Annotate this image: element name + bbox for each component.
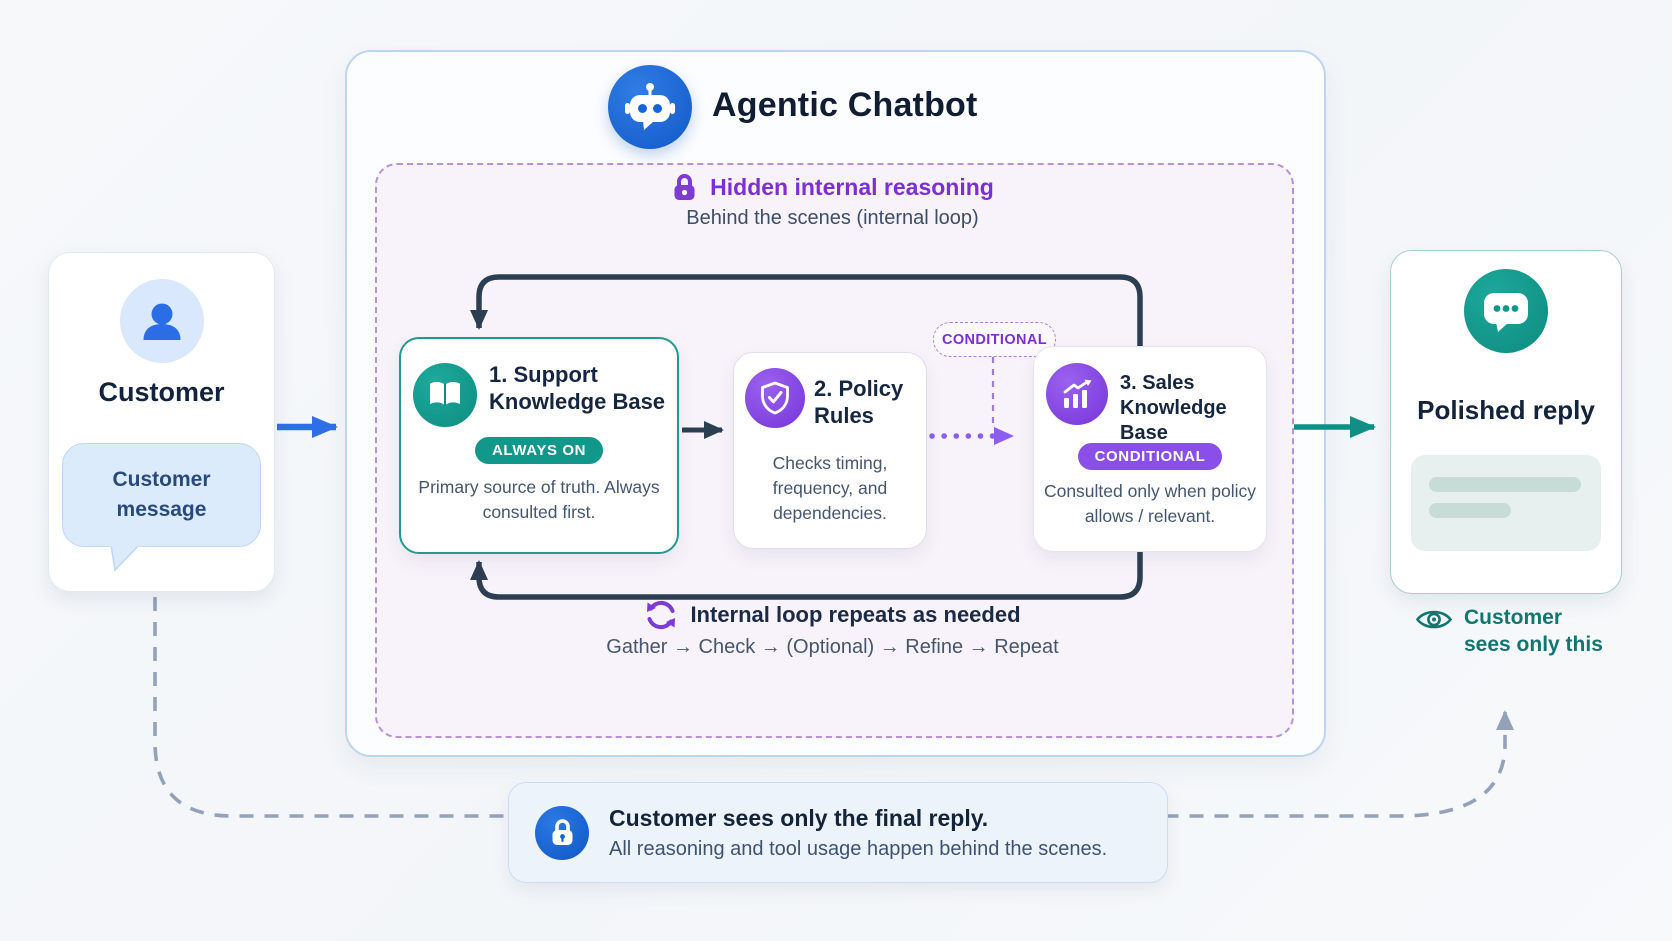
bubble-tail: [109, 543, 143, 573]
placeholder-line-1: [1429, 477, 1581, 492]
sales-kb-title: 3. Sales Knowledge Base: [1120, 372, 1227, 444]
lock-icon: [671, 172, 698, 203]
policy-rules-box: 2. Policy Rules Checks timing, frequency…: [733, 352, 927, 549]
lock-circle-icon: [535, 805, 589, 860]
support-kb-description: Primary source of truth. Always consulte…: [418, 477, 660, 522]
policy-rules-title: 2. Policy Rules: [814, 376, 904, 428]
refresh-loop-icon: [644, 598, 678, 632]
footnote-box: Customer sees only the final reply. All …: [508, 782, 1168, 883]
polished-reply-label: Polished reply: [1417, 395, 1595, 425]
loop-caption-title: Internal loop repeats as needed: [690, 602, 1021, 627]
robot-icon: [608, 65, 692, 149]
sales-kb-description: Consulted only when policy allows / rele…: [1043, 481, 1257, 526]
policy-rules-description: Checks timing, frequency, and dependenci…: [772, 453, 888, 523]
placeholder-line-2: [1429, 503, 1511, 518]
footnote-title: Customer sees only the final reply.: [609, 804, 989, 831]
chart-growth-icon: [1046, 363, 1108, 425]
eye-icon: [1415, 606, 1453, 633]
shield-check-icon: [745, 368, 805, 428]
polished-reply-panel: Polished reply: [1390, 250, 1622, 594]
footnote-subtitle: All reasoning and tool usage happen behi…: [609, 837, 1108, 860]
chat-bubble-icon: [1464, 269, 1548, 353]
customer-panel: Customer Customer message: [48, 252, 275, 592]
support-kb-title: 1. Support Knowledge Base: [489, 362, 666, 414]
customer-sees-caption: Customer sees only this: [1464, 606, 1603, 656]
customer-message-bubble: Customer message: [62, 443, 261, 547]
footnote-text-group: Customer sees only the final reply. All …: [609, 805, 1107, 861]
reply-placeholder: [1411, 455, 1601, 551]
hidden-reasoning-title: Hidden internal reasoning: [710, 174, 994, 200]
book-icon: [413, 363, 477, 427]
always-on-badge: ALWAYS ON: [474, 437, 604, 464]
support-knowledge-base-box: 1. Support Knowledge Base ALWAYS ON Prim…: [399, 337, 679, 554]
page-title: Agentic Chatbot: [712, 86, 978, 124]
customer-avatar-icon: [119, 279, 204, 363]
customer-label: Customer: [98, 377, 225, 407]
loop-steps-text: Gather → Check → (Optional) → Refine → R…: [606, 636, 1059, 658]
conditional-badge: CONDITIONAL: [1077, 443, 1223, 470]
sales-knowledge-base-box: 3. Sales Knowledge Base CONDITIONAL Cons…: [1033, 346, 1267, 552]
hidden-reasoning-subtitle: Behind the scenes (internal loop): [686, 207, 979, 229]
